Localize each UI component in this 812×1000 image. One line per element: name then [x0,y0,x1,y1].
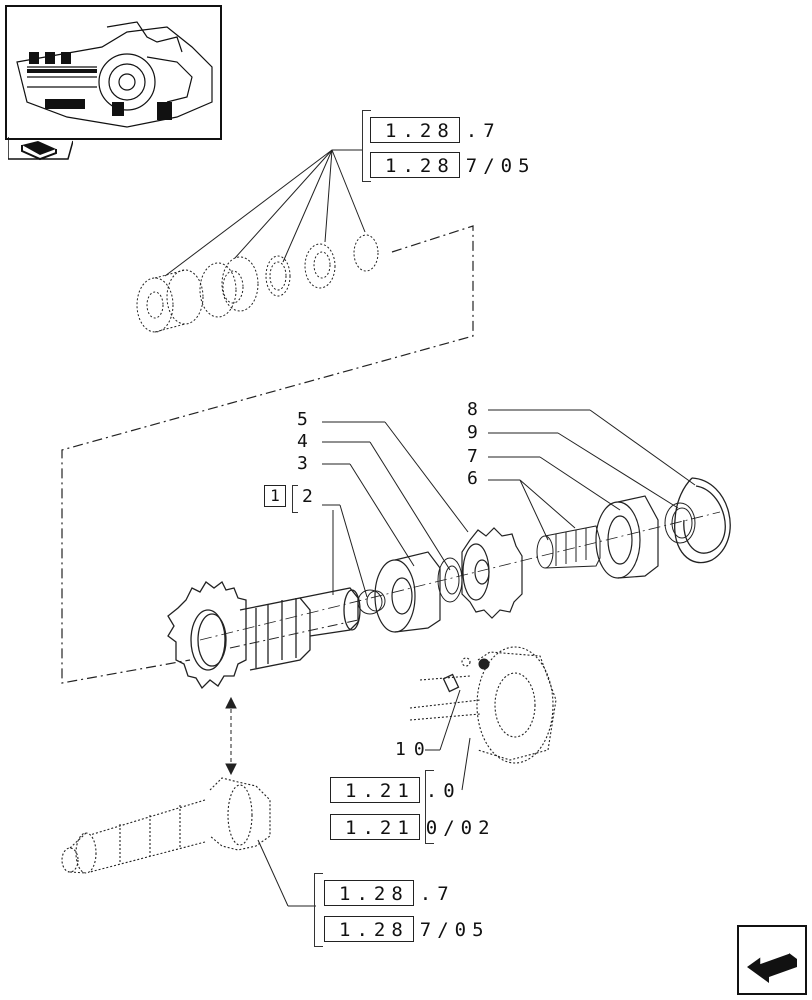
lower-gear-shaft [61,777,271,874]
callout-9: 9 [467,422,478,443]
ref-box[interactable]: 1.28 [370,117,460,143]
part-6-needle-cage [536,525,601,569]
top-ref-bracket [362,110,371,182]
ref-bottom-1[interactable]: 1.28.7 [324,880,455,906]
ref-box[interactable]: 1.21 [330,814,420,840]
alignment-arrow [225,696,237,776]
callout-2: 2 [302,486,313,507]
callout-1-box: 1 [264,485,286,507]
ref-mid-1[interactable]: 1.21.0 [330,777,461,803]
callout-4: 4 [297,431,308,452]
part-3-hub [374,551,441,633]
callout-8: 8 [467,399,478,420]
ref-suffix: .7 [419,883,455,905]
ref-suffix: .0 [425,780,461,802]
book-icon [8,137,73,161]
input-gear-shaft [167,581,361,690]
thumbnail-image [7,7,220,138]
prev-page-icon [747,950,797,983]
part-8-snap-ring [674,477,731,564]
ref-suffix: 0/02 [425,817,496,839]
callout-leaders [257,409,696,907]
callout-1-bracket [292,485,298,513]
part-4-ring [437,557,463,603]
mid-ref-bracket [425,770,434,844]
thumbnail-frame [5,5,222,140]
callout-3: 3 [297,453,308,474]
ref-box[interactable]: 1.28 [324,880,414,906]
top-leader-lines [164,149,366,277]
part-2-spacer [357,589,386,615]
part-9-ring [664,502,696,544]
ref-box[interactable]: 1.28 [370,152,460,178]
callout-1: 1 [270,486,280,505]
ref-suffix: 7/05 [465,155,536,177]
bottom-ref-bracket [314,873,323,947]
prev-page-button[interactable] [737,925,807,995]
dashed-boundary [61,225,474,684]
ref-box[interactable]: 1.21 [330,777,420,803]
book-icon-frame [8,137,73,163]
callout-7: 7 [467,446,478,467]
callout-6: 6 [467,468,478,489]
ref-suffix: 7/05 [419,919,490,941]
ref-top-1[interactable]: 1.28.7 [370,117,501,143]
ref-box[interactable]: 1.28 [324,916,414,942]
callout-5: 5 [297,409,308,430]
part-5-gear [461,527,523,619]
callout-10: 10 [395,739,433,760]
part-7-bearing [595,495,659,579]
ref-suffix: .7 [465,120,501,142]
top-parts-row [136,234,379,333]
